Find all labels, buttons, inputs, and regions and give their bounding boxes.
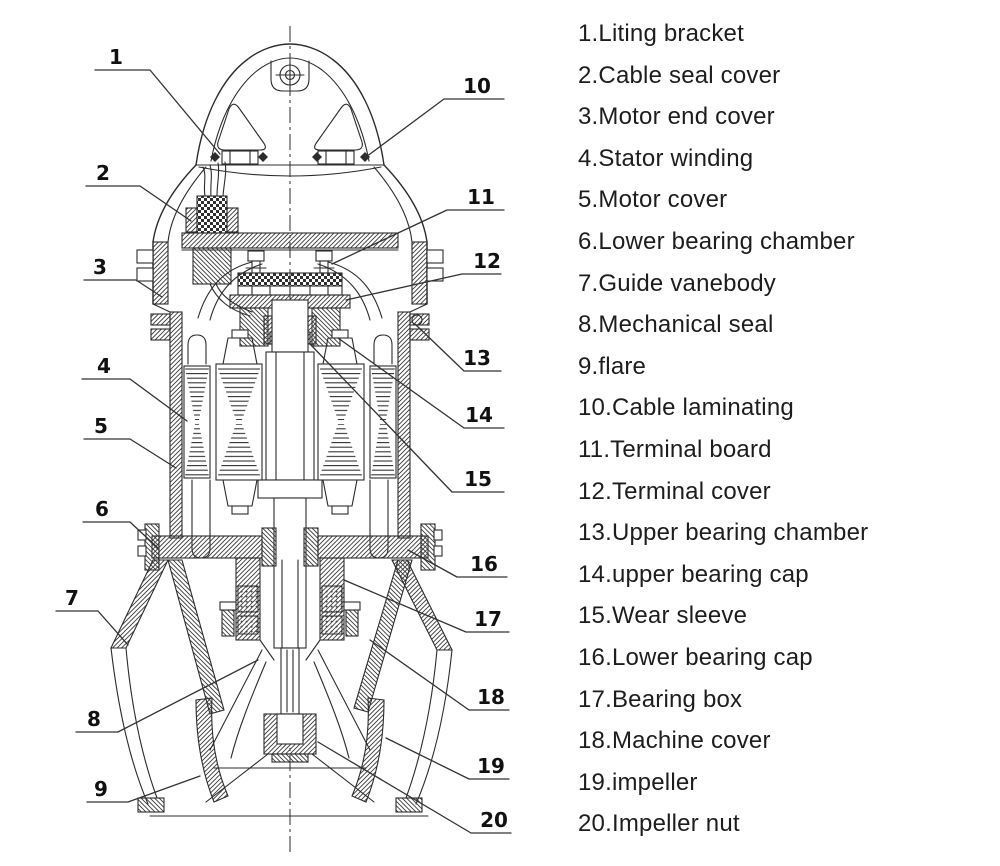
callout-number-16: 16 — [470, 552, 498, 576]
callout-leader-2 — [85, 185, 192, 222]
legend-item-4: 4.Stator winding — [578, 144, 754, 172]
cable-seal-assembly — [185, 161, 253, 317]
shaft-rotor — [257, 299, 323, 649]
impeller-nut — [263, 647, 317, 763]
callout-leader-10 — [365, 98, 505, 158]
callout-number-15: 15 — [464, 467, 492, 491]
callout-number-14: 14 — [465, 403, 493, 427]
callout-number-9: 9 — [94, 777, 108, 801]
callout-number-3: 3 — [93, 255, 107, 279]
callout-leader-9 — [86, 775, 201, 803]
motor-end-cover — [181, 232, 399, 251]
legend-item-15: 15.Wear sleeve — [578, 602, 748, 630]
callout-number-20: 20 — [480, 808, 508, 832]
callout-leader-13 — [414, 323, 502, 372]
callout-number-11: 11 — [467, 185, 495, 209]
callout-leader-5 — [83, 438, 177, 469]
stator-windings — [183, 329, 397, 559]
parts-legend: 1.Liting bracket 2.Cable seal cover 3.Moto… — [578, 13, 998, 845]
callout-leader-15 — [309, 343, 505, 493]
callout-leader-4 — [81, 378, 188, 422]
legend-item-2: 2.Cable seal cover — [578, 61, 781, 89]
callout-number-4: 4 — [97, 354, 111, 378]
bearing-box — [219, 557, 361, 661]
legend-item-13: 13.Upper bearing chamber — [578, 519, 869, 547]
callout-number-7: 7 — [65, 586, 79, 610]
legend-item-20: 20.Impeller nut — [578, 810, 740, 838]
callout-leader-20 — [317, 741, 512, 834]
callout-leader-17 — [343, 579, 510, 633]
callout-number-6: 6 — [95, 497, 109, 521]
legend-item-12: 12.Terminal cover — [578, 477, 771, 505]
legend-item-18: 18.Machine cover — [578, 727, 771, 755]
callout-number-18: 18 — [477, 685, 505, 709]
legend-item-11: 11.Terminal board — [578, 435, 772, 463]
lifting-bracket — [195, 43, 385, 177]
callout-leader-3 — [83, 279, 163, 298]
legend-item-19: 19.impeller — [578, 768, 698, 796]
callout-number-13: 13 — [463, 346, 491, 370]
machine-cover-guide-vane — [110, 559, 453, 805]
legend-item-8: 8.Mechanical seal — [578, 311, 774, 339]
legend-item-9: 9.flare — [578, 352, 647, 380]
legend-item-17: 17.Bearing box — [578, 685, 743, 713]
legend-item-14: 14.upper bearing cap — [578, 560, 809, 588]
legend-item-10: 10.Cable laminating — [578, 394, 794, 422]
flare-bell — [137, 697, 429, 817]
legend-item-3: 3.Motor end cover — [578, 103, 775, 131]
callout-number-2: 2 — [96, 161, 110, 185]
legend-item-5: 5.Motor cover — [578, 186, 728, 214]
callout-leader-11 — [331, 209, 505, 265]
pump-drawing — [110, 26, 453, 856]
callout-leader-7 — [55, 610, 129, 646]
legend-item-6: 6.Lower bearing chamber — [578, 227, 855, 255]
impeller — [205, 649, 375, 803]
legend-item-16: 16.Lower bearing cap — [578, 643, 813, 671]
terminal-board — [237, 272, 343, 287]
callout-number-19: 19 — [477, 754, 505, 778]
callout-leader-8 — [75, 659, 259, 733]
callout-leader-1 — [94, 69, 221, 155]
callout-leader-6 — [82, 521, 159, 549]
callout-leader-12 — [345, 273, 502, 301]
callout-leader-18 — [369, 639, 510, 711]
legend-item-1: 1.Liting bracket — [578, 20, 744, 47]
callout-number-5: 5 — [94, 414, 108, 438]
callout-number-1: 1 — [109, 45, 123, 69]
callout-leader-19 — [385, 737, 510, 780]
callout-leader-16 — [407, 549, 508, 578]
callout-number-12: 12 — [473, 249, 501, 273]
callout-leader-14 — [337, 337, 505, 429]
callout-number-8: 8 — [87, 707, 101, 731]
callout-number-17: 17 — [474, 607, 502, 631]
legend-item-7: 7.Guide vanebody — [578, 269, 777, 297]
callout-number-10: 10 — [463, 74, 491, 98]
